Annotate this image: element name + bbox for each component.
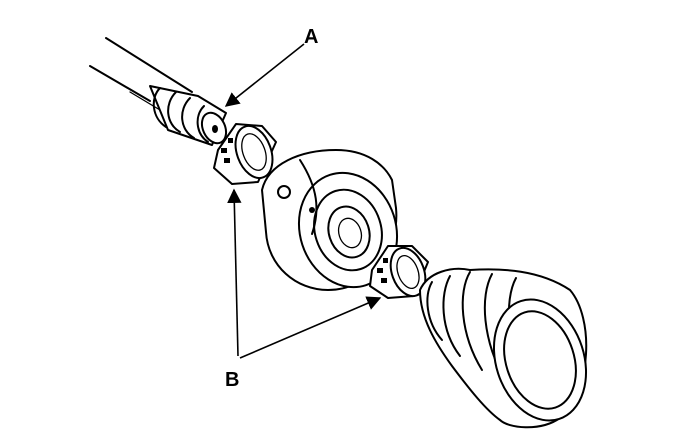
callout-b-leader-left — [227, 188, 242, 357]
cv-boot — [419, 267, 588, 429]
callout-a-leader — [224, 43, 305, 107]
drive-shaft — [89, 37, 228, 146]
outer-joint-housing — [261, 149, 399, 291]
callout-b-label: B — [225, 369, 239, 391]
circlip-right — [369, 245, 429, 299]
circlip-left — [213, 123, 277, 185]
callout-a: A — [224, 26, 318, 107]
callout-b: B — [225, 188, 382, 391]
callout-a-label: A — [304, 26, 318, 48]
callout-b-leader-right — [239, 296, 382, 359]
